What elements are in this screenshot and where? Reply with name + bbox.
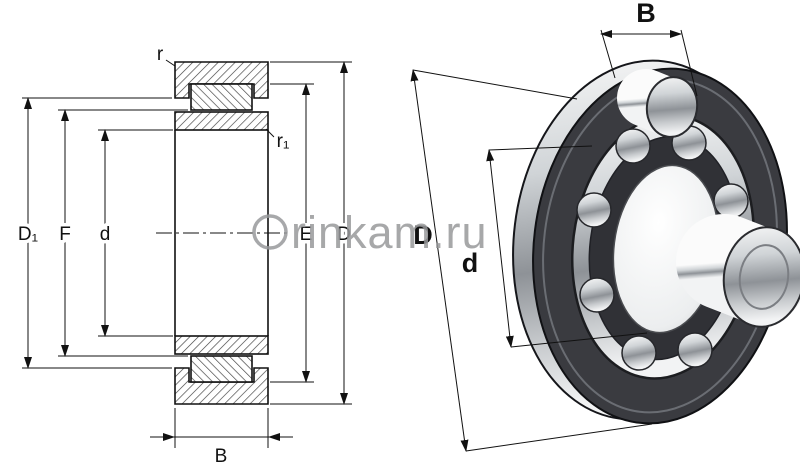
flange-piece — [617, 69, 699, 138]
section-view: D₁ F d E D — [14, 41, 354, 471]
dim-d-3d: d — [458, 145, 648, 348]
watermark-text: rinkam.ru — [291, 207, 488, 258]
label-D1: D₁ — [18, 224, 38, 245]
ext-line — [680, 29, 698, 97]
watermark-logo-circle — [252, 214, 288, 250]
dim-D: D — [270, 61, 354, 405]
ext-line — [510, 332, 648, 348]
label-r: r — [157, 44, 164, 65]
dim-line — [410, 69, 469, 452]
label-B: B — [215, 446, 228, 467]
callout-r1: r₁ — [265, 128, 293, 156]
roller-bottom-section — [190, 355, 253, 383]
inner-ring-end-face — [722, 226, 800, 328]
outer-ring-top-section — [174, 61, 269, 99]
dim-D-3d: D — [410, 69, 653, 452]
label-D-3d: D — [413, 220, 433, 250]
dim-E: E — [270, 83, 316, 383]
roller — [615, 128, 651, 164]
ext-line — [600, 29, 616, 79]
label-d-3d: d — [462, 248, 479, 278]
inner-ring-bore-edge — [738, 244, 790, 310]
outer-ring-bottom-section — [174, 367, 269, 405]
leader-line — [265, 128, 275, 138]
perspective-view: B D d — [410, 0, 800, 452]
label-E: E — [300, 224, 313, 245]
dim-d: d — [96, 129, 173, 337]
leader-line — [165, 59, 176, 67]
label-d: d — [100, 224, 111, 245]
flange-end-face — [645, 76, 699, 138]
ext-line — [465, 423, 653, 452]
roller — [621, 335, 657, 371]
label-r1: r₁ — [277, 131, 290, 152]
dim-F: F — [56, 109, 188, 357]
inner-ring-piece — [676, 214, 800, 328]
roller — [576, 192, 612, 228]
arrowhead — [268, 433, 280, 441]
roller — [579, 277, 615, 313]
roller-top-section — [190, 83, 253, 111]
dim-line — [486, 149, 514, 348]
roller — [677, 332, 713, 368]
dim-B-3d: B — [600, 0, 698, 97]
inner-ring-top-section — [174, 111, 269, 131]
inner-ring-bottom-section — [174, 335, 269, 355]
watermark: rinkam.ru — [252, 207, 488, 258]
label-B-3d: B — [636, 0, 656, 28]
roller — [713, 183, 749, 219]
label-F: F — [59, 224, 71, 245]
dim-B: B — [150, 408, 293, 471]
dim-D1: D₁ — [14, 97, 172, 369]
label-D: D — [337, 224, 351, 245]
arrowhead — [163, 433, 175, 441]
